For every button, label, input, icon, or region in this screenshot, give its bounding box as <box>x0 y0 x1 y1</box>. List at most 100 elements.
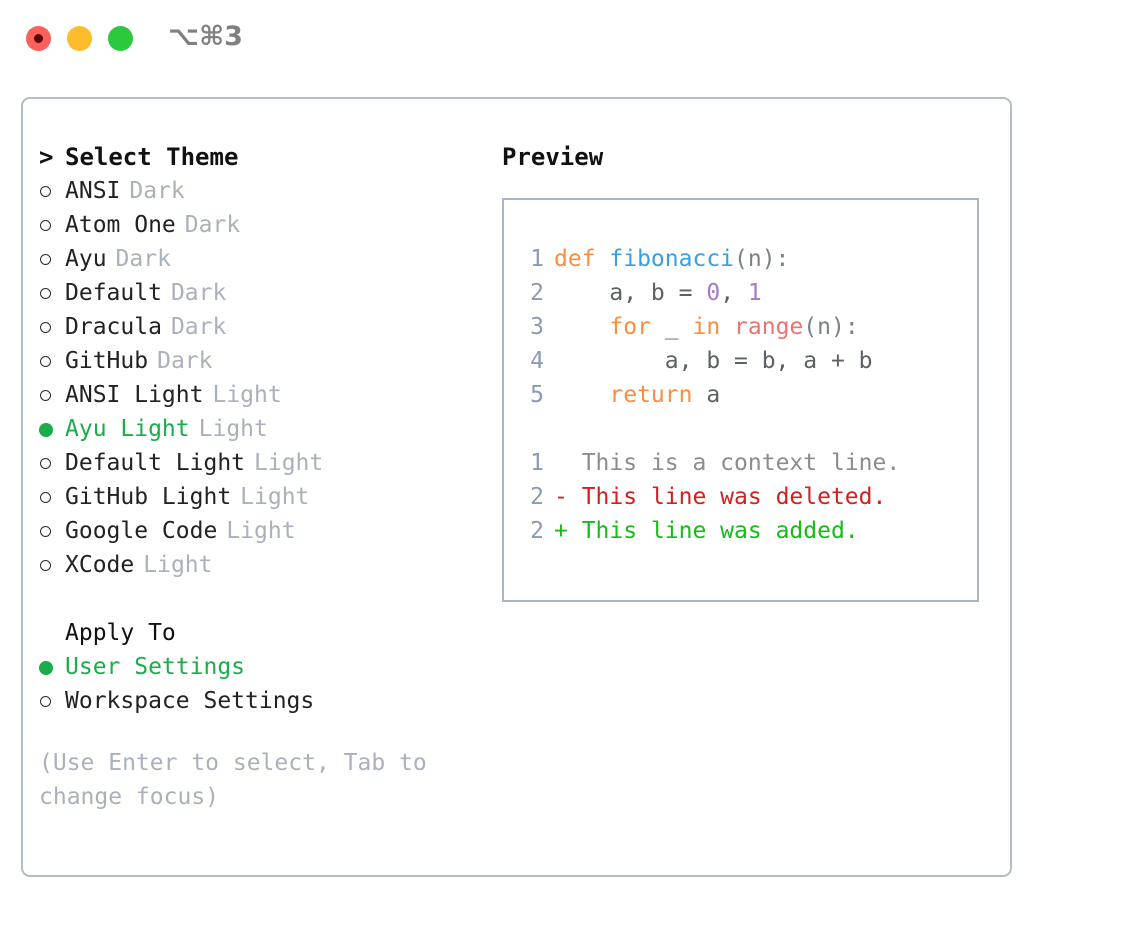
radio-dot <box>39 661 53 675</box>
apply-to-option-label: Workspace Settings <box>65 688 315 714</box>
code-token: fibonacci <box>609 246 735 272</box>
radio-unselected-icon <box>39 514 65 548</box>
code-token <box>720 314 734 340</box>
theme-option-badge: Light <box>226 518 296 544</box>
radio-ring <box>40 696 51 707</box>
code-line-number: 5 <box>530 382 544 408</box>
code-line: 4 a, b = b, a + b <box>520 344 900 378</box>
theme-option-label: Google Code <box>65 518 218 544</box>
theme-option-badge: Light <box>212 382 282 408</box>
radio-unselected-icon <box>39 208 65 242</box>
recording-indicator-icon <box>34 34 43 43</box>
maximize-button[interactable] <box>108 26 133 51</box>
theme-option-row[interactable]: Default Light Light <box>39 446 489 480</box>
theme-option-badge: Dark <box>184 212 241 238</box>
theme-option-label: Atom One <box>65 212 176 238</box>
keyboard-hint-text: (Use Enter to select, Tab to change focu… <box>39 750 441 810</box>
code-line-number: 3 <box>530 314 544 340</box>
diff-line-number: 2 <box>530 518 544 544</box>
theme-option-label: GitHub <box>65 348 149 374</box>
radio-ring <box>40 390 51 401</box>
list-spacer <box>39 582 489 616</box>
code-blank-line <box>520 412 900 446</box>
code-token: def <box>554 246 610 272</box>
theme-option-badge: Dark <box>170 314 227 340</box>
theme-option-label: Default <box>65 280 162 306</box>
code-token: a <box>692 382 721 408</box>
code-line: 3 for _ in range(n): <box>520 310 900 344</box>
radio-ring <box>40 458 51 469</box>
code-token: , <box>720 280 748 306</box>
radio-ring <box>40 356 51 367</box>
radio-ring <box>40 322 51 333</box>
code-line-number: 2 <box>530 280 544 306</box>
close-button[interactable] <box>26 26 51 51</box>
diff-line: 2- This line was deleted. <box>520 480 900 514</box>
code-token: a, b = b, a + b <box>554 348 873 374</box>
diff-sign: - <box>554 484 568 510</box>
code-token: (n): <box>803 314 859 340</box>
radio-unselected-icon <box>39 310 65 344</box>
radio-ring <box>40 526 51 537</box>
theme-option-row[interactable]: GitHub Dark <box>39 344 489 378</box>
code-token: for <box>554 314 651 340</box>
theme-option-label: Dracula <box>65 314 162 340</box>
minimize-button[interactable] <box>67 26 92 51</box>
theme-option-badge: Dark <box>157 348 213 374</box>
code-token: return <box>554 382 693 408</box>
code-token: _ <box>650 314 693 340</box>
apply-to-option-row[interactable]: User Settings <box>39 650 489 684</box>
theme-option-label: GitHub Light <box>65 484 232 510</box>
radio-ring <box>40 220 51 231</box>
code-line-number: 4 <box>530 348 544 374</box>
diff-line: 2+ This line was added. <box>520 514 900 548</box>
diff-line: 1 This is a context line. <box>520 446 900 480</box>
code-line: 2 a, b = 0, 1 <box>520 276 900 310</box>
theme-option-row[interactable]: Dracula Dark <box>39 310 489 344</box>
code-token: 0 <box>706 280 721 306</box>
theme-option-badge: Light <box>254 450 324 476</box>
theme-option-label: Default Light <box>65 450 246 476</box>
theme-option-badge: Light <box>198 416 268 442</box>
radio-unselected-icon <box>39 174 65 208</box>
radio-unselected-icon <box>39 684 65 718</box>
focus-caret-icon: > <box>39 143 54 171</box>
theme-option-label: ANSI <box>65 178 121 204</box>
window-titlebar: ⌥⌘3 <box>0 0 1140 78</box>
traffic-light-group <box>26 26 133 51</box>
diff-line-number: 2 <box>530 484 544 510</box>
radio-dot <box>39 423 53 437</box>
radio-ring <box>40 492 51 503</box>
diff-line-number: 1 <box>530 450 544 476</box>
diff-sign <box>554 450 568 476</box>
radio-unselected-icon <box>39 446 65 480</box>
apply-to-option-row[interactable]: Workspace Settings <box>39 684 489 718</box>
theme-option-row[interactable]: Atom One Dark <box>39 208 489 242</box>
select-theme-heading: >Select Theme <box>39 140 489 174</box>
code-token: in <box>692 314 721 340</box>
diff-sign: + <box>554 518 568 544</box>
theme-option-label: Ayu <box>65 246 107 272</box>
radio-selected-icon <box>39 412 65 446</box>
radio-ring <box>40 186 51 197</box>
theme-option-label: XCode <box>65 552 135 578</box>
radio-selected-icon <box>39 650 65 684</box>
code-token: 1 <box>747 280 762 306</box>
radio-unselected-icon <box>39 276 65 310</box>
radio-unselected-icon <box>39 242 65 276</box>
theme-option-row[interactable]: Google Code Light <box>39 514 489 548</box>
